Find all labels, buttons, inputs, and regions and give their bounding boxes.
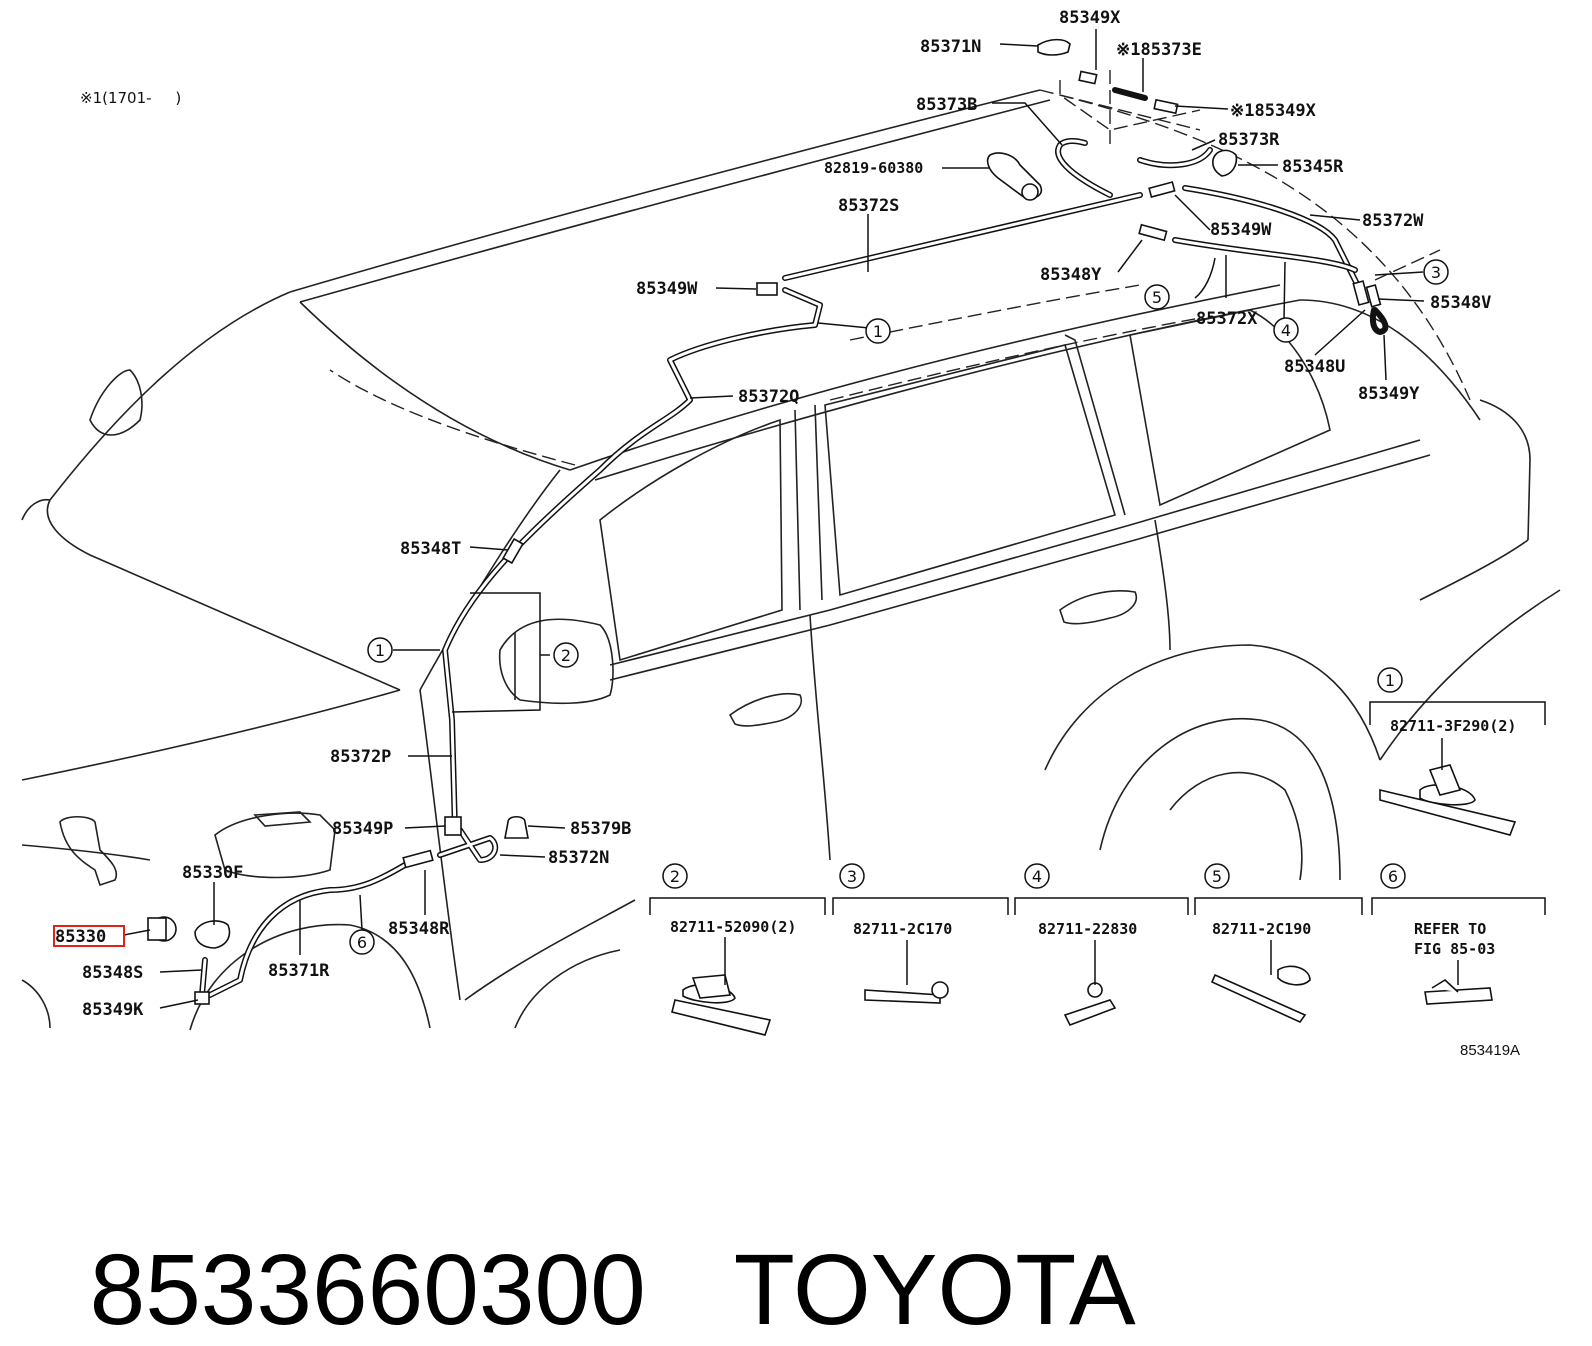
label-85345R: 85345R [1282,157,1344,177]
part-labels: 85349X 85371N ※185373E 85373B ※185349X 8… [53,8,1491,1020]
applicability-note: ※1(1701- ) [80,89,181,107]
leader-lines [123,29,1459,1009]
parts-diagram: 1 1 2 3 4 5 6 1 2 3 4 5 6 ※1(1701- ) 853… [21,8,1561,1059]
callout-1-pillar: 1 [367,637,393,663]
callout-6-hose: 6 [349,929,375,955]
callout-3-roof: 3 [1423,259,1449,285]
label-85372W: 85372W [1362,211,1424,231]
label-82819-60380: 82819-60380 [824,159,923,177]
label-85371N: 85371N [920,37,981,57]
label-85348R: 85348R [388,919,450,939]
detail-4-number: 4 [1024,863,1050,889]
svg-text:1: 1 [873,322,883,341]
footer-part-number: 8533660300 [89,1234,646,1346]
svg-text:4: 4 [1032,867,1042,886]
label-85349P: 85349P [332,819,393,839]
label-85379B: 85379B [570,819,631,839]
label-85373R: 85373R [1218,130,1280,150]
detail-6-ref-line2: FIG 85-03 [1414,940,1495,958]
detail-5-part: 82711-2C190 [1212,920,1311,938]
callout-4-roof: 4 [1273,317,1299,343]
callout-2-pillar: 2 [553,642,579,668]
svg-text:2: 2 [561,646,571,665]
label-85349X-2: ※185349X [1230,101,1317,121]
detail-4-part: 82711-22830 [1038,920,1137,938]
svg-text:6: 6 [1388,867,1398,886]
label-85349Y: 85349Y [1358,384,1420,404]
label-85348V: 85348V [1430,293,1491,313]
clip-panels [649,701,1546,1036]
svg-text:6: 6 [357,933,367,952]
label-85349W-right: 85349W [1210,220,1272,240]
footer-brand: TOYOTA [733,1234,1136,1346]
connectors [59,38,1382,1005]
detail-3-part: 82711-2C170 [853,920,952,938]
callout-1-roof: 1 [865,318,891,344]
label-85348Y: 85348Y [1040,265,1102,285]
detail-2-part: 82711-52090(2) [670,918,796,936]
svg-text:4: 4 [1281,321,1291,340]
detail-1-number: 1 [1377,667,1403,693]
label-85349W-left: 85349W [636,279,698,299]
svg-text:3: 3 [847,867,857,886]
detail-6-ref-line1: REFER TO [1414,920,1486,938]
svg-text:1: 1 [1385,671,1395,690]
label-85372X: 85372X [1196,309,1258,329]
svg-text:5: 5 [1212,867,1222,886]
label-85372N: 85372N [548,848,609,868]
label-85372S: 85372S [838,196,899,216]
callout-5-roof: 5 [1144,284,1170,310]
svg-text:3: 3 [1431,263,1441,282]
label-85330-highlighted: 85330 [55,927,106,947]
label-85349X-top: 85349X [1059,8,1121,28]
label-85373E: ※185373E [1116,40,1202,60]
label-85373B: 85373B [916,95,977,115]
detail-1-part: 82711-3F290(2) [1390,717,1516,735]
label-85349K: 85349K [82,1000,144,1020]
callout-circles: 1 1 2 3 4 5 6 1 2 3 4 5 6 [349,259,1449,955]
detail-5-number: 5 [1204,863,1230,889]
label-85330F: 85330F [182,863,243,883]
label-85372Q: 85372Q [738,387,799,407]
label-85348S: 85348S [82,963,143,983]
detail-3-number: 3 [839,863,865,889]
detail-6-number: 6 [1380,863,1406,889]
label-85348U: 85348U [1284,357,1345,377]
car-body-outline [21,89,1561,1031]
label-85348T: 85348T [400,539,461,559]
svg-text:5: 5 [1152,288,1162,307]
label-85371R: 85371R [268,961,330,981]
highlight-box [53,925,125,947]
detail-labels: 82711-3F290(2) 82711-52090(2) 82711-2C17… [670,717,1516,958]
svg-text:2: 2 [670,867,680,886]
figure-id: 853419A [1460,1042,1520,1059]
label-85372P: 85372P [330,747,391,767]
washer-hoses [199,87,1389,998]
svg-text:1: 1 [375,641,385,660]
detail-2-number: 2 [662,863,688,889]
